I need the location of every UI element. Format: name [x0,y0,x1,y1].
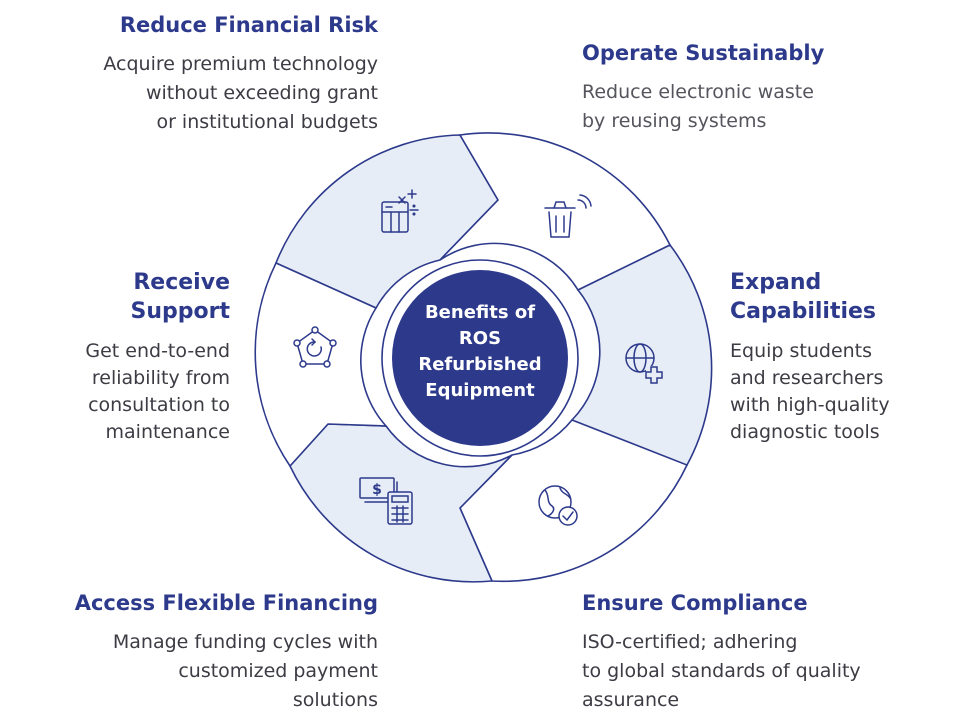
description-line: Acquire premium technology [103,53,378,75]
globe-check-icon [538,485,578,526]
description-line: reliability from [91,367,230,389]
description-line: maintenance [105,421,230,443]
description-line: consultation to [88,394,230,416]
description-line: assurance [582,689,680,711]
money-calculator-icon: $ [359,477,413,525]
title-line: Receive [133,270,230,295]
description-line: or institutional budgets [156,111,378,133]
center-title-line: Refurbished [418,354,542,375]
benefit-title: Ensure Compliance [582,591,808,615]
benefit-title: Access Flexible Financing [74,591,378,615]
benefit-description: Acquire premium technology without excee… [0,50,378,137]
title-line: Capabilities [730,299,877,324]
description-line: Get end-to-end [85,340,230,362]
title-line: Expand [730,270,822,295]
segment-reduce-financial-risk [274,134,499,310]
description-line: and researchers [730,367,884,389]
title-line: Support [130,299,230,324]
benefit-access-flexible-financing: Access Flexible Financing Manage funding… [0,588,378,715]
description-line: to global standards of quality [582,660,861,682]
support-cycle-icon [293,326,337,368]
finance-calculator-icon [381,189,419,233]
benefit-title: Operate Sustainably [582,41,825,65]
benefit-description: Get end-to-end reliability from consulta… [5,338,230,446]
description-line: with high-quality [730,394,890,416]
description-line: ISO-certified; adhering [582,631,798,653]
description-line: customized payment [178,660,378,682]
benefit-description: Equip students and researchers with high… [730,338,955,446]
center-disc [392,270,568,446]
description-line: solutions [292,689,378,711]
benefit-title: Receive Support [5,268,230,326]
center-title-line: Equipment [425,380,535,401]
svg-text:$: $ [372,482,382,498]
benefit-title: Reduce Financial Risk [119,13,378,37]
description-line: by reusing systems [582,110,767,132]
center-title: Benefits of ROS Refurbished Equipment [400,300,560,404]
benefit-description: ISO-certified; adhering to global standa… [582,628,952,715]
benefit-title: Expand Capabilities [730,268,955,326]
center-title-line: ROS [458,328,502,349]
description-line: Manage funding cycles with [112,631,378,653]
benefit-description: Manage funding cycles with customized pa… [0,628,378,715]
description-line: Reduce electronic waste [582,81,814,103]
description-line: diagnostic tools [730,421,880,443]
description-line: without exceeding grant [145,82,378,104]
benefit-expand-capabilities: Expand Capabilities Equip students and r… [730,268,955,446]
globe-plus-icon [625,343,663,384]
benefit-ensure-compliance: Ensure Compliance ISO-certified; adherin… [582,588,952,715]
benefit-operate-sustainably: Operate Sustainably Reduce electronic wa… [582,38,942,136]
benefit-description: Reduce electronic waste by reusing syste… [582,78,942,136]
benefit-receive-support: Receive Support Get end-to-end reliabili… [5,268,230,446]
benefit-reduce-financial-risk: Reduce Financial Risk Acquire premium te… [0,10,378,137]
segment-ensure-compliance [459,419,689,583]
smart-trash-bin-icon [544,194,592,238]
description-line: Equip students [730,340,873,362]
center-title-line: Benefits of [424,302,536,323]
